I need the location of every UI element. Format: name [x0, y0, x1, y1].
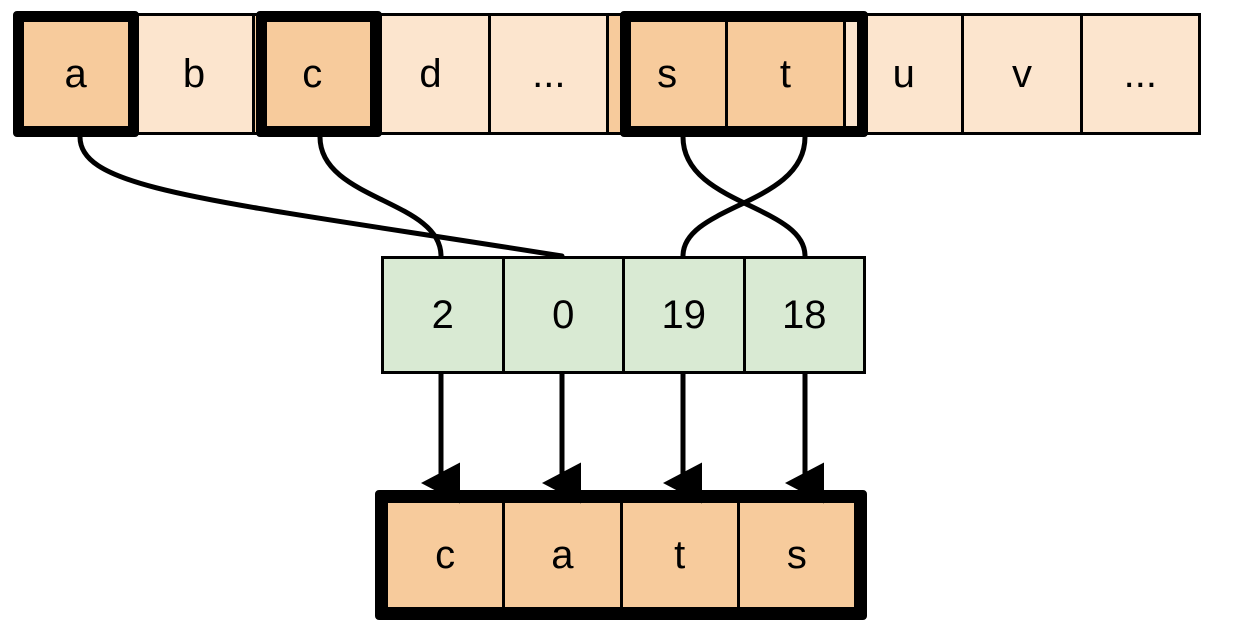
alphabet-cell-s[interactable]: s — [606, 13, 728, 135]
alphabet-cell-a[interactable]: a — [15, 13, 137, 135]
alphabet-cell-label: t — [779, 52, 791, 96]
alphabet-cell-label: c — [302, 52, 323, 96]
index-cell-0[interactable]: 2 — [381, 256, 505, 374]
alphabet-cell-label: v — [1012, 52, 1033, 96]
index-cell-label: 19 — [661, 293, 707, 337]
index-cell-label: 0 — [552, 293, 575, 337]
result-cell-label: s — [786, 533, 807, 577]
index-cell-3[interactable]: 18 — [742, 256, 866, 374]
index-cell-1[interactable]: 0 — [501, 256, 625, 374]
curve-t-to-19 — [680, 134, 808, 259]
result-cell-3[interactable]: s — [736, 500, 857, 610]
index-row: 2 0 19 18 — [381, 256, 866, 374]
result-cell-label: a — [551, 533, 574, 577]
result-cell-1[interactable]: a — [502, 500, 623, 610]
alphabet-cell-label: ... — [532, 52, 566, 96]
curve-s-to-18 — [680, 134, 808, 259]
alphabet-cell-ellipsis-1[interactable]: ... — [488, 13, 610, 135]
alphabet-cell-label: d — [419, 52, 442, 96]
index-cell-2[interactable]: 19 — [622, 256, 746, 374]
alphabet-cell-u[interactable]: u — [843, 13, 965, 135]
result-row: c a t s — [374, 489, 868, 621]
result-cell-2[interactable]: t — [619, 500, 740, 610]
alphabet-cell-t[interactable]: t — [724, 13, 847, 135]
index-cell-label: 18 — [782, 293, 827, 337]
alphabet-cell-label: ... — [1123, 52, 1157, 96]
alphabet-cell-d[interactable]: d — [369, 13, 492, 135]
alphabet-cell-label: b — [182, 52, 206, 96]
result-cell-0[interactable]: c — [385, 500, 506, 610]
curve-c-to-2 — [317, 134, 444, 259]
alphabet-cell-ellipsis-2[interactable]: ... — [1079, 13, 1201, 135]
alphabet-cell-label: u — [892, 52, 915, 96]
alphabet-cell-label: a — [64, 52, 87, 96]
curve-a-to-0 — [77, 134, 565, 259]
result-cell-label: c — [435, 533, 456, 577]
alphabet-cell-v[interactable]: v — [961, 13, 1083, 135]
index-cell-label: 2 — [431, 293, 454, 337]
result-cell-label: t — [674, 533, 686, 577]
alphabet-cell-label: s — [657, 52, 678, 96]
alphabet-cell-b[interactable]: b — [133, 13, 255, 135]
alphabet-cell-c[interactable]: c — [251, 13, 373, 135]
alphabet-row: a b c d ... s t u v ... — [15, 13, 1201, 135]
